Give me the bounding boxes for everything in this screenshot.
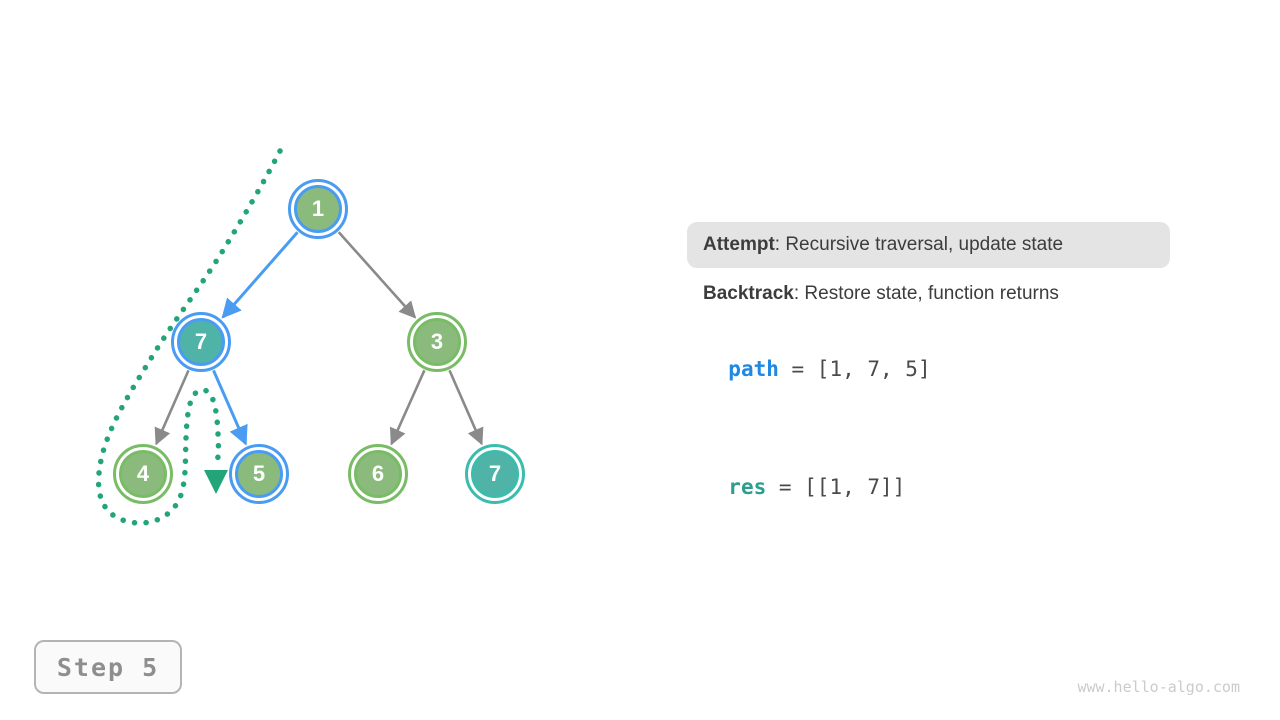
- tree-node-6: 6: [348, 444, 408, 504]
- node-circle: 7: [471, 450, 519, 498]
- watermark: www.hello-algo.com: [1077, 678, 1240, 696]
- step-indicator: Step 5: [34, 640, 182, 694]
- node-value: 7: [194, 329, 208, 354]
- step-label: Step 5: [56, 652, 160, 682]
- backtrack-legend: Backtrack: Restore state, function retur…: [703, 283, 1059, 305]
- node-circle: 6: [354, 450, 402, 498]
- tree-node-7-right: 7: [465, 444, 525, 504]
- res-state-line: res = [[1, 7]]: [703, 451, 905, 499]
- edge-7-to-5: [212, 369, 248, 446]
- node-value: 1: [311, 196, 325, 221]
- edge-1-to-3: [337, 231, 417, 319]
- attempt-legend: Attempt: Recursive traversal, update sta…: [687, 222, 1170, 268]
- node-circle: 7: [177, 318, 225, 366]
- node-value: 7: [488, 461, 502, 486]
- attempt-label: Attempt: [703, 234, 775, 255]
- trace-arrowhead-icon: [204, 470, 228, 494]
- backtrack-text: : Restore state, function returns: [793, 283, 1059, 304]
- res-value: = [[1, 7]]: [766, 475, 906, 499]
- backtrack-trace-path: [95, 148, 283, 526]
- node-circle: 3: [413, 318, 461, 366]
- tree-node-7-left: 7: [171, 312, 231, 372]
- node-value: 3: [430, 329, 444, 354]
- attempt-text: : Recursive traversal, update state: [774, 234, 1064, 255]
- edge-7-to-4: [154, 369, 190, 446]
- tree-node-3: 3: [407, 312, 467, 372]
- path-state-line: path = [1, 7, 5]: [703, 333, 931, 381]
- node-value: 6: [371, 461, 385, 486]
- node-circle: 5: [235, 450, 283, 498]
- tree-node-4: 4: [113, 444, 173, 504]
- tree-node-1: 1: [288, 179, 348, 239]
- node-value: 5: [252, 461, 266, 486]
- res-variable: res: [728, 475, 767, 499]
- node-circle: 1: [294, 185, 342, 233]
- tree-node-5: 5: [229, 444, 289, 504]
- path-variable: path: [728, 357, 779, 381]
- path-value: = [1, 7, 5]: [778, 357, 931, 381]
- node-value: 4: [136, 461, 150, 486]
- backtrack-label: Backtrack: [703, 283, 794, 304]
- edge-3-to-7: [448, 369, 484, 446]
- edge-1-to-7: [221, 231, 299, 319]
- node-circle: 4: [119, 450, 167, 498]
- edge-3-to-6: [389, 369, 426, 446]
